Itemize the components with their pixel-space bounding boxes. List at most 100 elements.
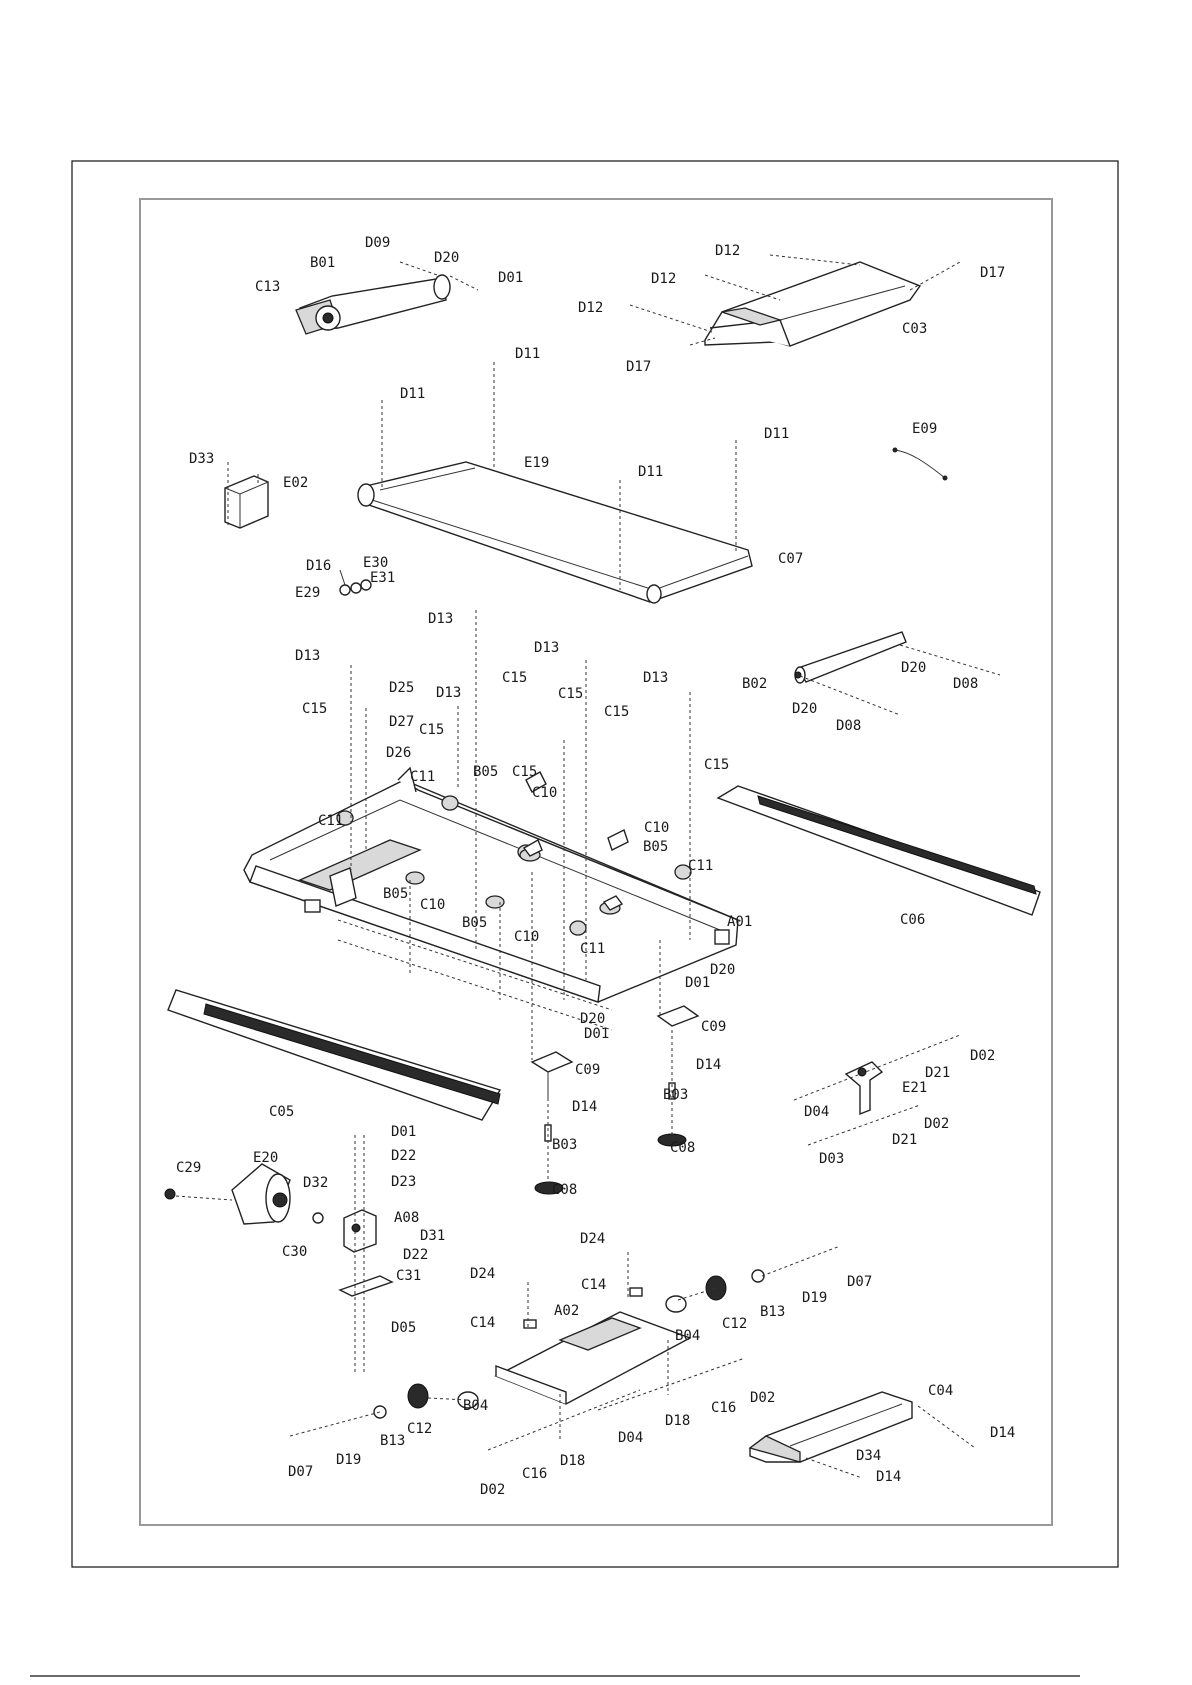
part-rear-roller (794, 631, 907, 684)
part-label-d01: D01 (584, 1026, 609, 1042)
parts (164, 261, 1041, 1463)
part-label-d32: D32 (303, 1175, 328, 1191)
part-label-e30: E30 (363, 555, 388, 571)
part-label-d20: D20 (710, 962, 735, 978)
part-label-b02: B02 (742, 676, 767, 692)
part-label-d12: D12 (651, 271, 676, 287)
part-label-d22: D22 (403, 1247, 428, 1263)
part-label-c05: C05 (269, 1104, 294, 1120)
part-label-b04: B04 (463, 1398, 488, 1414)
part-label-c16: C16 (522, 1466, 547, 1482)
part-label-c10: C10 (514, 929, 539, 945)
part-label-d33: D33 (189, 451, 214, 467)
part-label-d12: D12 (578, 300, 603, 316)
part-label-d13: D13 (295, 648, 320, 664)
part-label-c16: C16 (711, 1400, 736, 1416)
part-label-d13: D13 (534, 640, 559, 656)
part-label-e29: E29 (295, 585, 320, 601)
part-small-switch (339, 569, 372, 596)
part-label-d14: D14 (572, 1099, 597, 1115)
part-label-d11: D11 (400, 386, 425, 402)
part-motor (164, 1163, 324, 1225)
part-label-c08: C08 (670, 1140, 695, 1156)
part-label-d34: D34 (856, 1448, 881, 1464)
part-label-c30: C30 (282, 1244, 307, 1260)
part-label-d22: D22 (391, 1148, 416, 1164)
part-label-d08: D08 (836, 718, 861, 734)
part-label-b05: B05 (473, 764, 498, 780)
part-label-d23: D23 (391, 1174, 416, 1190)
part-label-d19: D19 (336, 1452, 361, 1468)
part-label-b01: B01 (310, 255, 335, 271)
part-label-c11: C11 (410, 769, 435, 785)
part-bracket-e02 (224, 475, 269, 529)
part-label-b03: B03 (552, 1137, 577, 1153)
part-label-d17: D17 (980, 265, 1005, 281)
part-label-c15: C15 (704, 757, 729, 773)
part-label-d18: D18 (665, 1413, 690, 1429)
part-motor-hood (704, 261, 922, 347)
part-label-c15: C15 (302, 701, 327, 717)
part-label-c08: C08 (552, 1182, 577, 1198)
part-label-d05: D05 (391, 1320, 416, 1336)
part-label-d03: D03 (819, 1151, 844, 1167)
part-label-c06: C06 (900, 912, 925, 928)
part-wire (894, 449, 946, 479)
part-label-d17: D17 (626, 359, 651, 375)
part-label-c15: C15 (502, 670, 527, 686)
part-label-d14: D14 (876, 1469, 901, 1485)
part-label-e31: E31 (370, 570, 395, 586)
part-label-d19: D19 (802, 1290, 827, 1306)
part-label-d13: D13 (428, 611, 453, 627)
part-label-d24: D24 (580, 1231, 605, 1247)
part-label-a08: A08 (394, 1210, 419, 1226)
part-label-c09: C09 (701, 1019, 726, 1035)
part-sensor-bracket (844, 1061, 884, 1116)
part-label-d01: D01 (498, 270, 523, 286)
part-feet (530, 1005, 700, 1195)
part-label-e02: E02 (283, 475, 308, 491)
part-label-d08: D08 (953, 676, 978, 692)
assembly-lines (175, 254, 1001, 1479)
part-label-c12: C12 (407, 1421, 432, 1437)
part-label-d02: D02 (750, 1390, 775, 1406)
part-label-c31: C31 (396, 1268, 421, 1284)
part-label-d27: D27 (389, 714, 414, 730)
part-label-c15: C15 (558, 686, 583, 702)
part-label-d14: D14 (696, 1057, 721, 1073)
part-motor-bracket (338, 1209, 394, 1297)
part-label-d14: D14 (990, 1425, 1015, 1441)
part-label-b05: B05 (643, 839, 668, 855)
part-label-e20: E20 (253, 1150, 278, 1166)
part-label-c10: C10 (532, 785, 557, 801)
part-label-b13: B13 (380, 1433, 405, 1449)
part-label-d01: D01 (685, 975, 710, 991)
part-label-d13: D13 (643, 670, 668, 686)
part-label-e21: E21 (902, 1080, 927, 1096)
part-label-c15: C15 (604, 704, 629, 720)
part-label-d04: D04 (618, 1430, 643, 1446)
part-label-d11: D11 (638, 464, 663, 480)
part-label-c09: C09 (575, 1062, 600, 1078)
part-label-c12: C12 (722, 1316, 747, 1332)
part-label-d02: D02 (924, 1116, 949, 1132)
part-label-e19: E19 (524, 455, 549, 471)
part-label-d12: D12 (715, 243, 740, 259)
part-label-c29: C29 (176, 1160, 201, 1176)
part-label-d20: D20 (580, 1011, 605, 1027)
part-label-d21: D21 (892, 1132, 917, 1148)
part-label-a02: A02 (554, 1303, 579, 1319)
part-front-roller (295, 274, 451, 335)
part-label-c11: C11 (318, 813, 343, 829)
part-label-d11: D11 (764, 426, 789, 442)
part-label-b13: B13 (760, 1304, 785, 1320)
part-label-d20: D20 (901, 660, 926, 676)
part-label-d01: D01 (391, 1124, 416, 1140)
part-incline-base (373, 1269, 765, 1419)
part-label-b05: B05 (383, 886, 408, 902)
part-side-rail-right (716, 785, 1041, 916)
part-label-d07: D07 (288, 1464, 313, 1480)
part-cushions (336, 771, 692, 936)
